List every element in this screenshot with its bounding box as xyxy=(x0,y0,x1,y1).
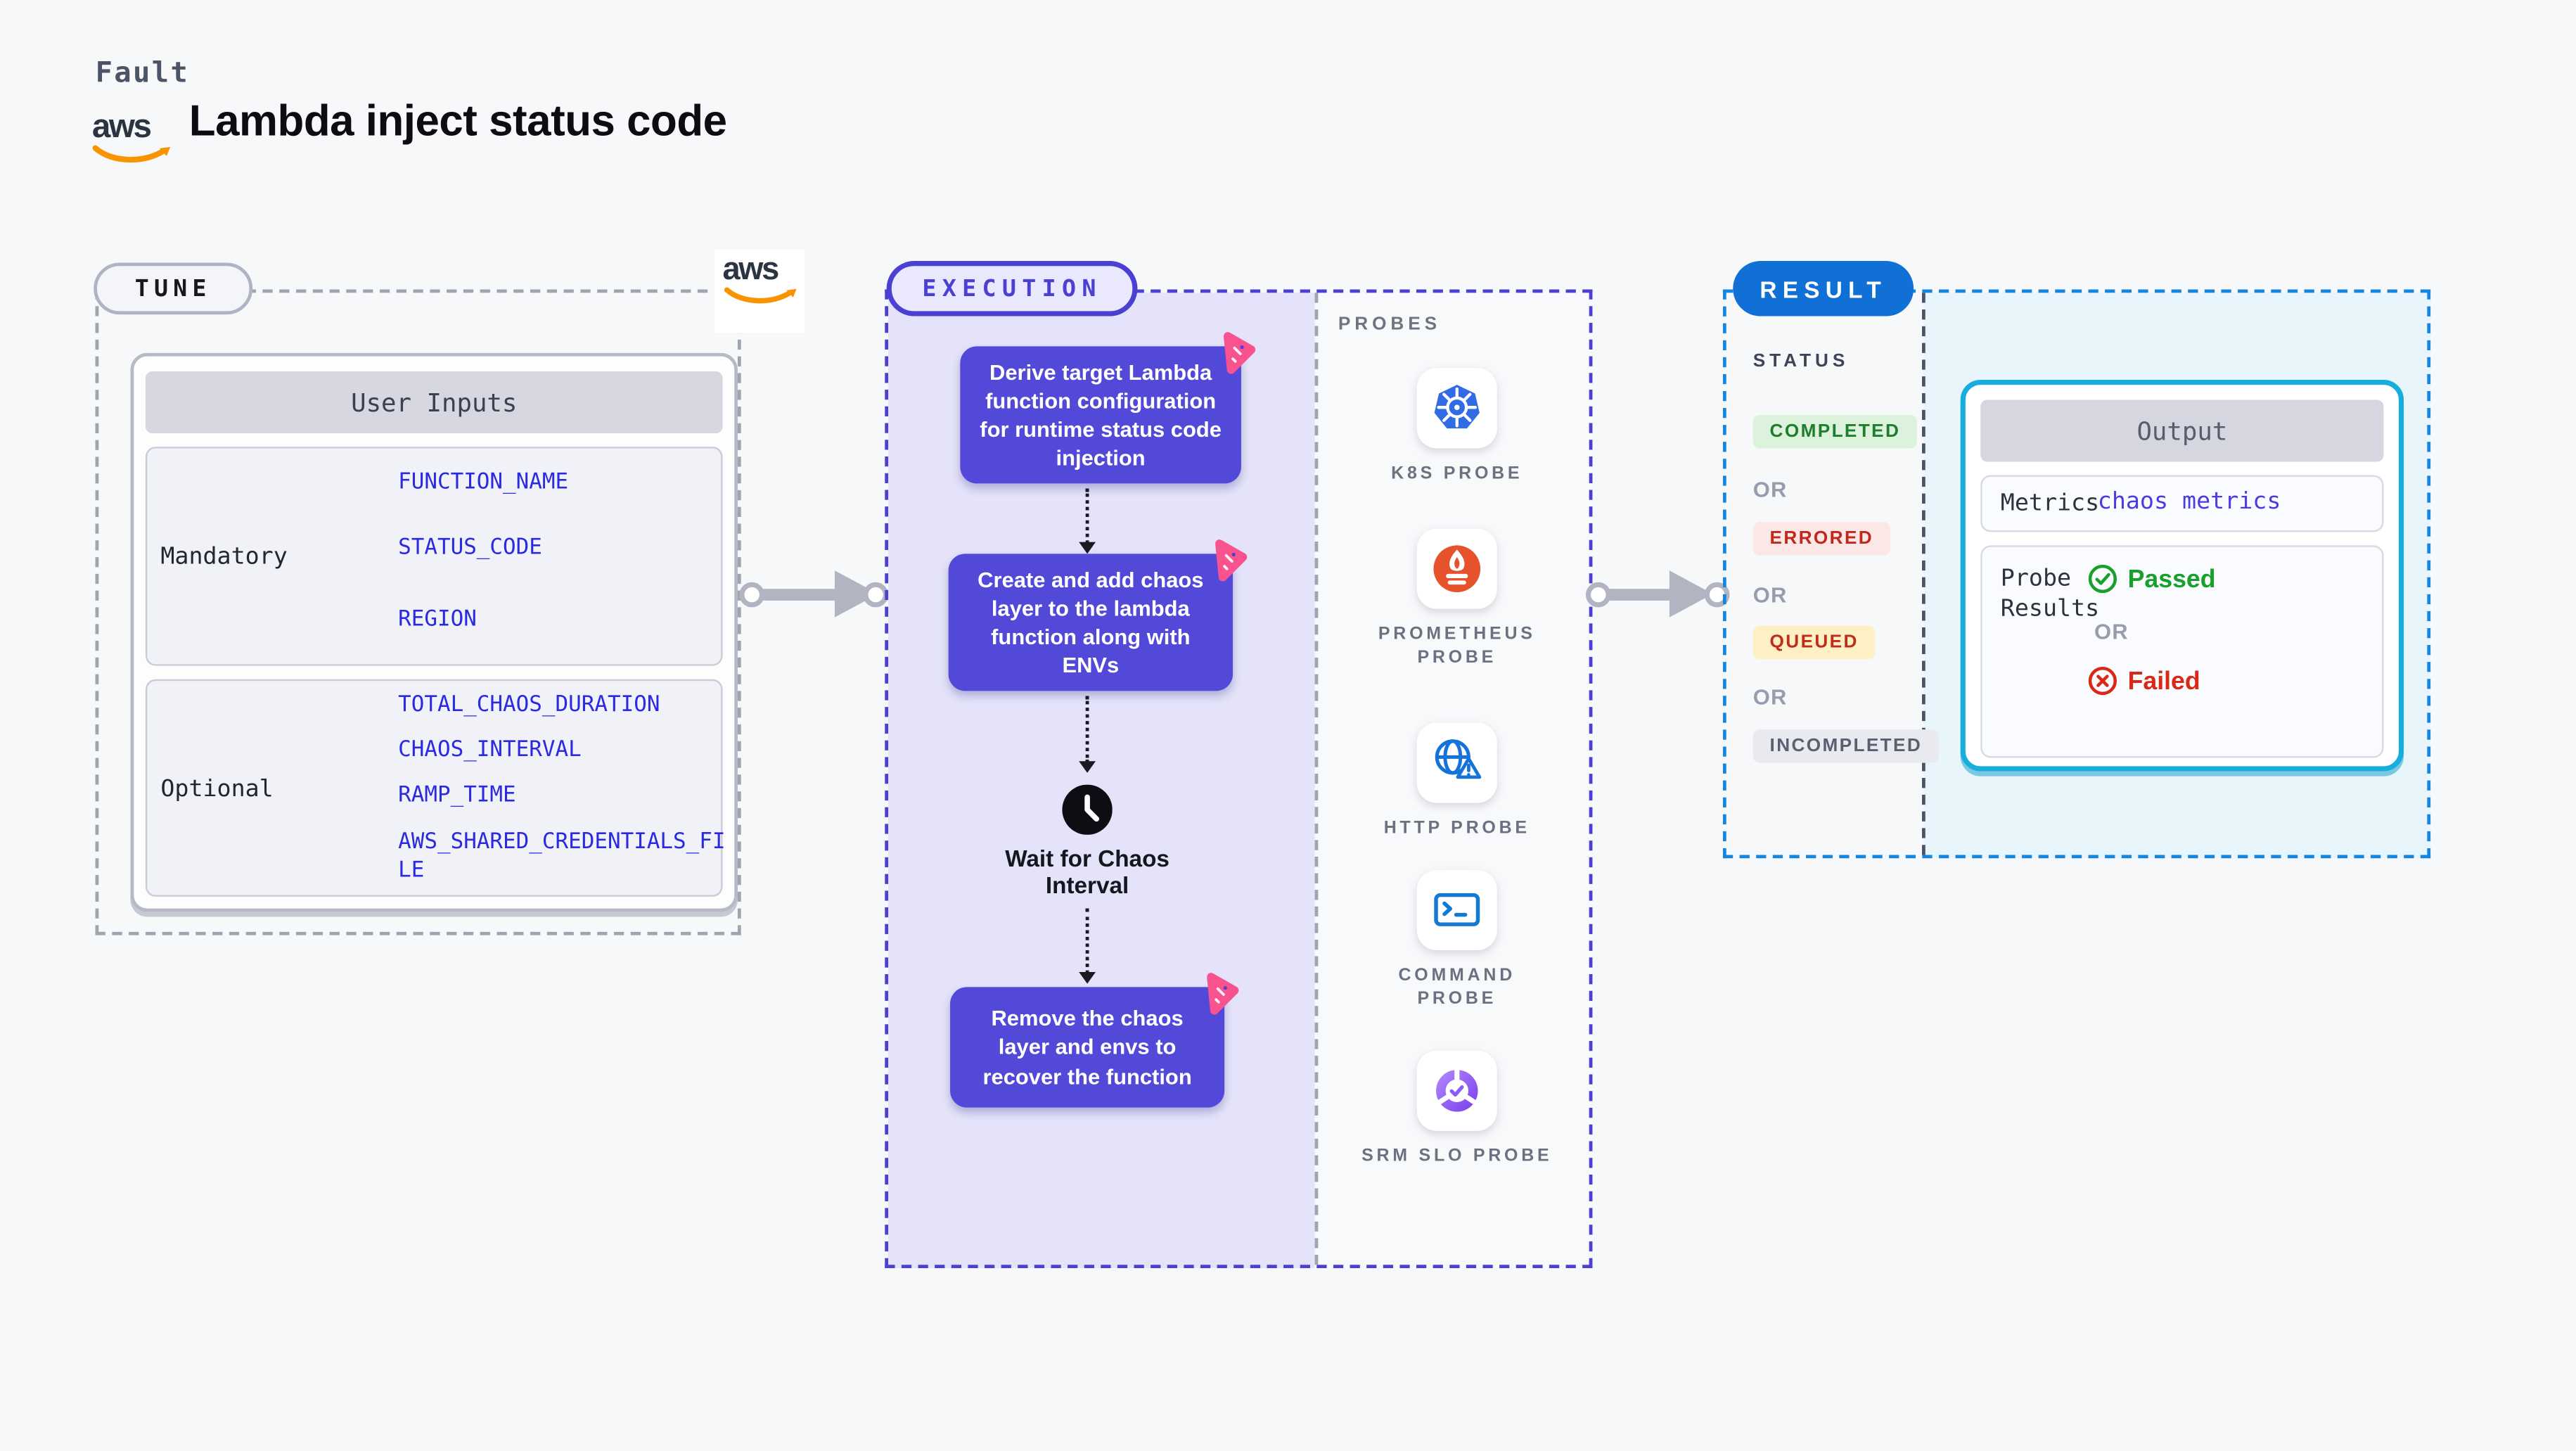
aws-logo: aws xyxy=(92,110,172,176)
litmus-icon xyxy=(1215,539,1248,582)
status-badge-completed: COMPLETED xyxy=(1752,414,1918,449)
output-header: Output xyxy=(1980,399,2384,462)
execution-step-1-label: Derive target Lambda function configurat… xyxy=(980,359,1222,471)
execution-step-2-label: Create and add chaos layer to the lambda… xyxy=(978,566,1204,678)
passed-indicator: Passed xyxy=(2087,564,2216,594)
execution-pill: EXECUTION xyxy=(886,261,1138,317)
mandatory-row xyxy=(145,447,723,666)
metrics-label: Metrics xyxy=(2000,490,2100,517)
execution-step-2: Create and add chaos layer to the lambda… xyxy=(948,539,1248,691)
arrow-shaft xyxy=(759,588,840,600)
metrics-row xyxy=(1980,475,2384,532)
probe-item-k8s: K8S PROBE xyxy=(1357,368,1557,485)
probe-results-label: Probe Results xyxy=(2000,565,2100,622)
or-label: OR xyxy=(1752,684,1788,710)
env-var-chaos-interval: CHAOS_INTERVAL xyxy=(398,737,582,763)
tune-section-box xyxy=(95,289,741,935)
probe-card xyxy=(1416,722,1497,803)
chaos-metrics-link[interactable]: chaos metrics xyxy=(2097,488,2281,516)
or-label: OR xyxy=(2094,619,2129,644)
x-circle-icon xyxy=(2088,666,2117,696)
optional-label: Optional xyxy=(160,776,274,803)
probe-name: K8S PROBE xyxy=(1391,463,1523,484)
litmus-icon xyxy=(1207,973,1239,1015)
probe-name: COMMAND PROBE xyxy=(1398,965,1516,1009)
arrow-start-ring-icon xyxy=(739,581,765,607)
probe-card xyxy=(1416,368,1497,449)
or-label: OR xyxy=(1752,582,1788,608)
tune-pill: TUNE xyxy=(94,262,253,315)
arrow-end-ring-icon xyxy=(863,581,889,607)
probes-divider xyxy=(1314,293,1319,1265)
execution-section-box xyxy=(885,289,1593,1268)
probe-name: SRM SLO PROBE xyxy=(1361,1146,1553,1166)
status-title: STATUS xyxy=(1752,351,1850,372)
probe-name: PROMETHEUS PROBE xyxy=(1378,624,1536,668)
result-divider xyxy=(1922,293,1925,855)
aws-logo-text: aws xyxy=(722,253,780,288)
page-title: Lambda inject status code xyxy=(188,95,727,146)
env-var-function-name: FUNCTION_NAME xyxy=(398,470,569,496)
status-badge-incompleted: INCOMPLETED xyxy=(1752,729,1939,763)
passed-label: Passed xyxy=(2127,564,2216,594)
arrow-shaft xyxy=(1602,588,1677,600)
check-circle-icon xyxy=(2088,564,2117,594)
mandatory-label: Mandatory xyxy=(160,544,288,571)
probe-item-command: COMMAND PROBE xyxy=(1357,869,1557,1011)
env-var-total-chaos-duration: TOTAL_CHAOS_DURATION xyxy=(398,692,660,718)
env-var-status-code: STATUS_CODE xyxy=(398,535,542,561)
aws-smile-icon xyxy=(92,145,171,163)
failed-indicator: Failed xyxy=(2087,666,2200,696)
wait-step-label: Wait for Chaos Interval xyxy=(1005,845,1170,899)
optional-row xyxy=(145,679,723,897)
env-var-ramp-time: RAMP_TIME xyxy=(398,783,516,808)
probe-card xyxy=(1416,528,1497,609)
probe-item-prometheus: PROMETHEUS PROBE xyxy=(1357,528,1557,670)
fault-category-label: Fault xyxy=(95,56,190,91)
flow-connector-icon xyxy=(1075,696,1098,773)
execution-step-3: Remove the chaos layer and envs to recov… xyxy=(950,973,1239,1108)
user-inputs-header: User Inputs xyxy=(145,371,723,434)
probe-card xyxy=(1416,1050,1497,1131)
kubernetes-icon xyxy=(1434,385,1480,429)
probe-item-srm-slo: SRM SLO PROBE xyxy=(1357,1050,1557,1168)
flow-connector-icon xyxy=(1075,908,1098,984)
probes-title: PROBES xyxy=(1338,314,1442,335)
status-badge-errored: ERRORED xyxy=(1752,522,1890,556)
result-pill: RESULT xyxy=(1733,261,1914,317)
terminal-icon xyxy=(1434,893,1480,926)
prometheus-icon xyxy=(1433,545,1481,593)
probe-name: HTTP PROBE xyxy=(1383,818,1530,838)
or-label: OR xyxy=(1752,476,1788,502)
result-section-box xyxy=(1722,289,2431,859)
probe-results-row xyxy=(1980,545,2384,758)
arrow-start-ring-icon xyxy=(1585,581,1611,607)
execution-step-1: Derive target Lambda function configurat… xyxy=(960,332,1256,484)
probe-card xyxy=(1416,869,1497,951)
tune-aws-logo: aws xyxy=(723,255,800,317)
env-var-region: REGION xyxy=(398,607,477,633)
srm-slo-icon xyxy=(1436,1068,1478,1112)
aws-logo-text: aws xyxy=(91,108,152,146)
execution-step-3-label: Remove the chaos layer and envs to recov… xyxy=(982,1006,1192,1089)
http-globe-icon xyxy=(1435,739,1482,779)
failed-label: Failed xyxy=(2127,666,2200,696)
status-badge-queued: QUEUED xyxy=(1752,625,1876,660)
flow-connector-icon xyxy=(1075,488,1098,554)
clock-icon xyxy=(1062,784,1113,835)
litmus-icon xyxy=(1223,332,1256,374)
aws-smile-icon xyxy=(724,287,797,304)
probe-item-http: HTTP PROBE xyxy=(1357,722,1557,840)
env-var-aws-shared-credentials-file: AWS_SHARED_CREDENTIALS_FILE xyxy=(398,829,726,883)
